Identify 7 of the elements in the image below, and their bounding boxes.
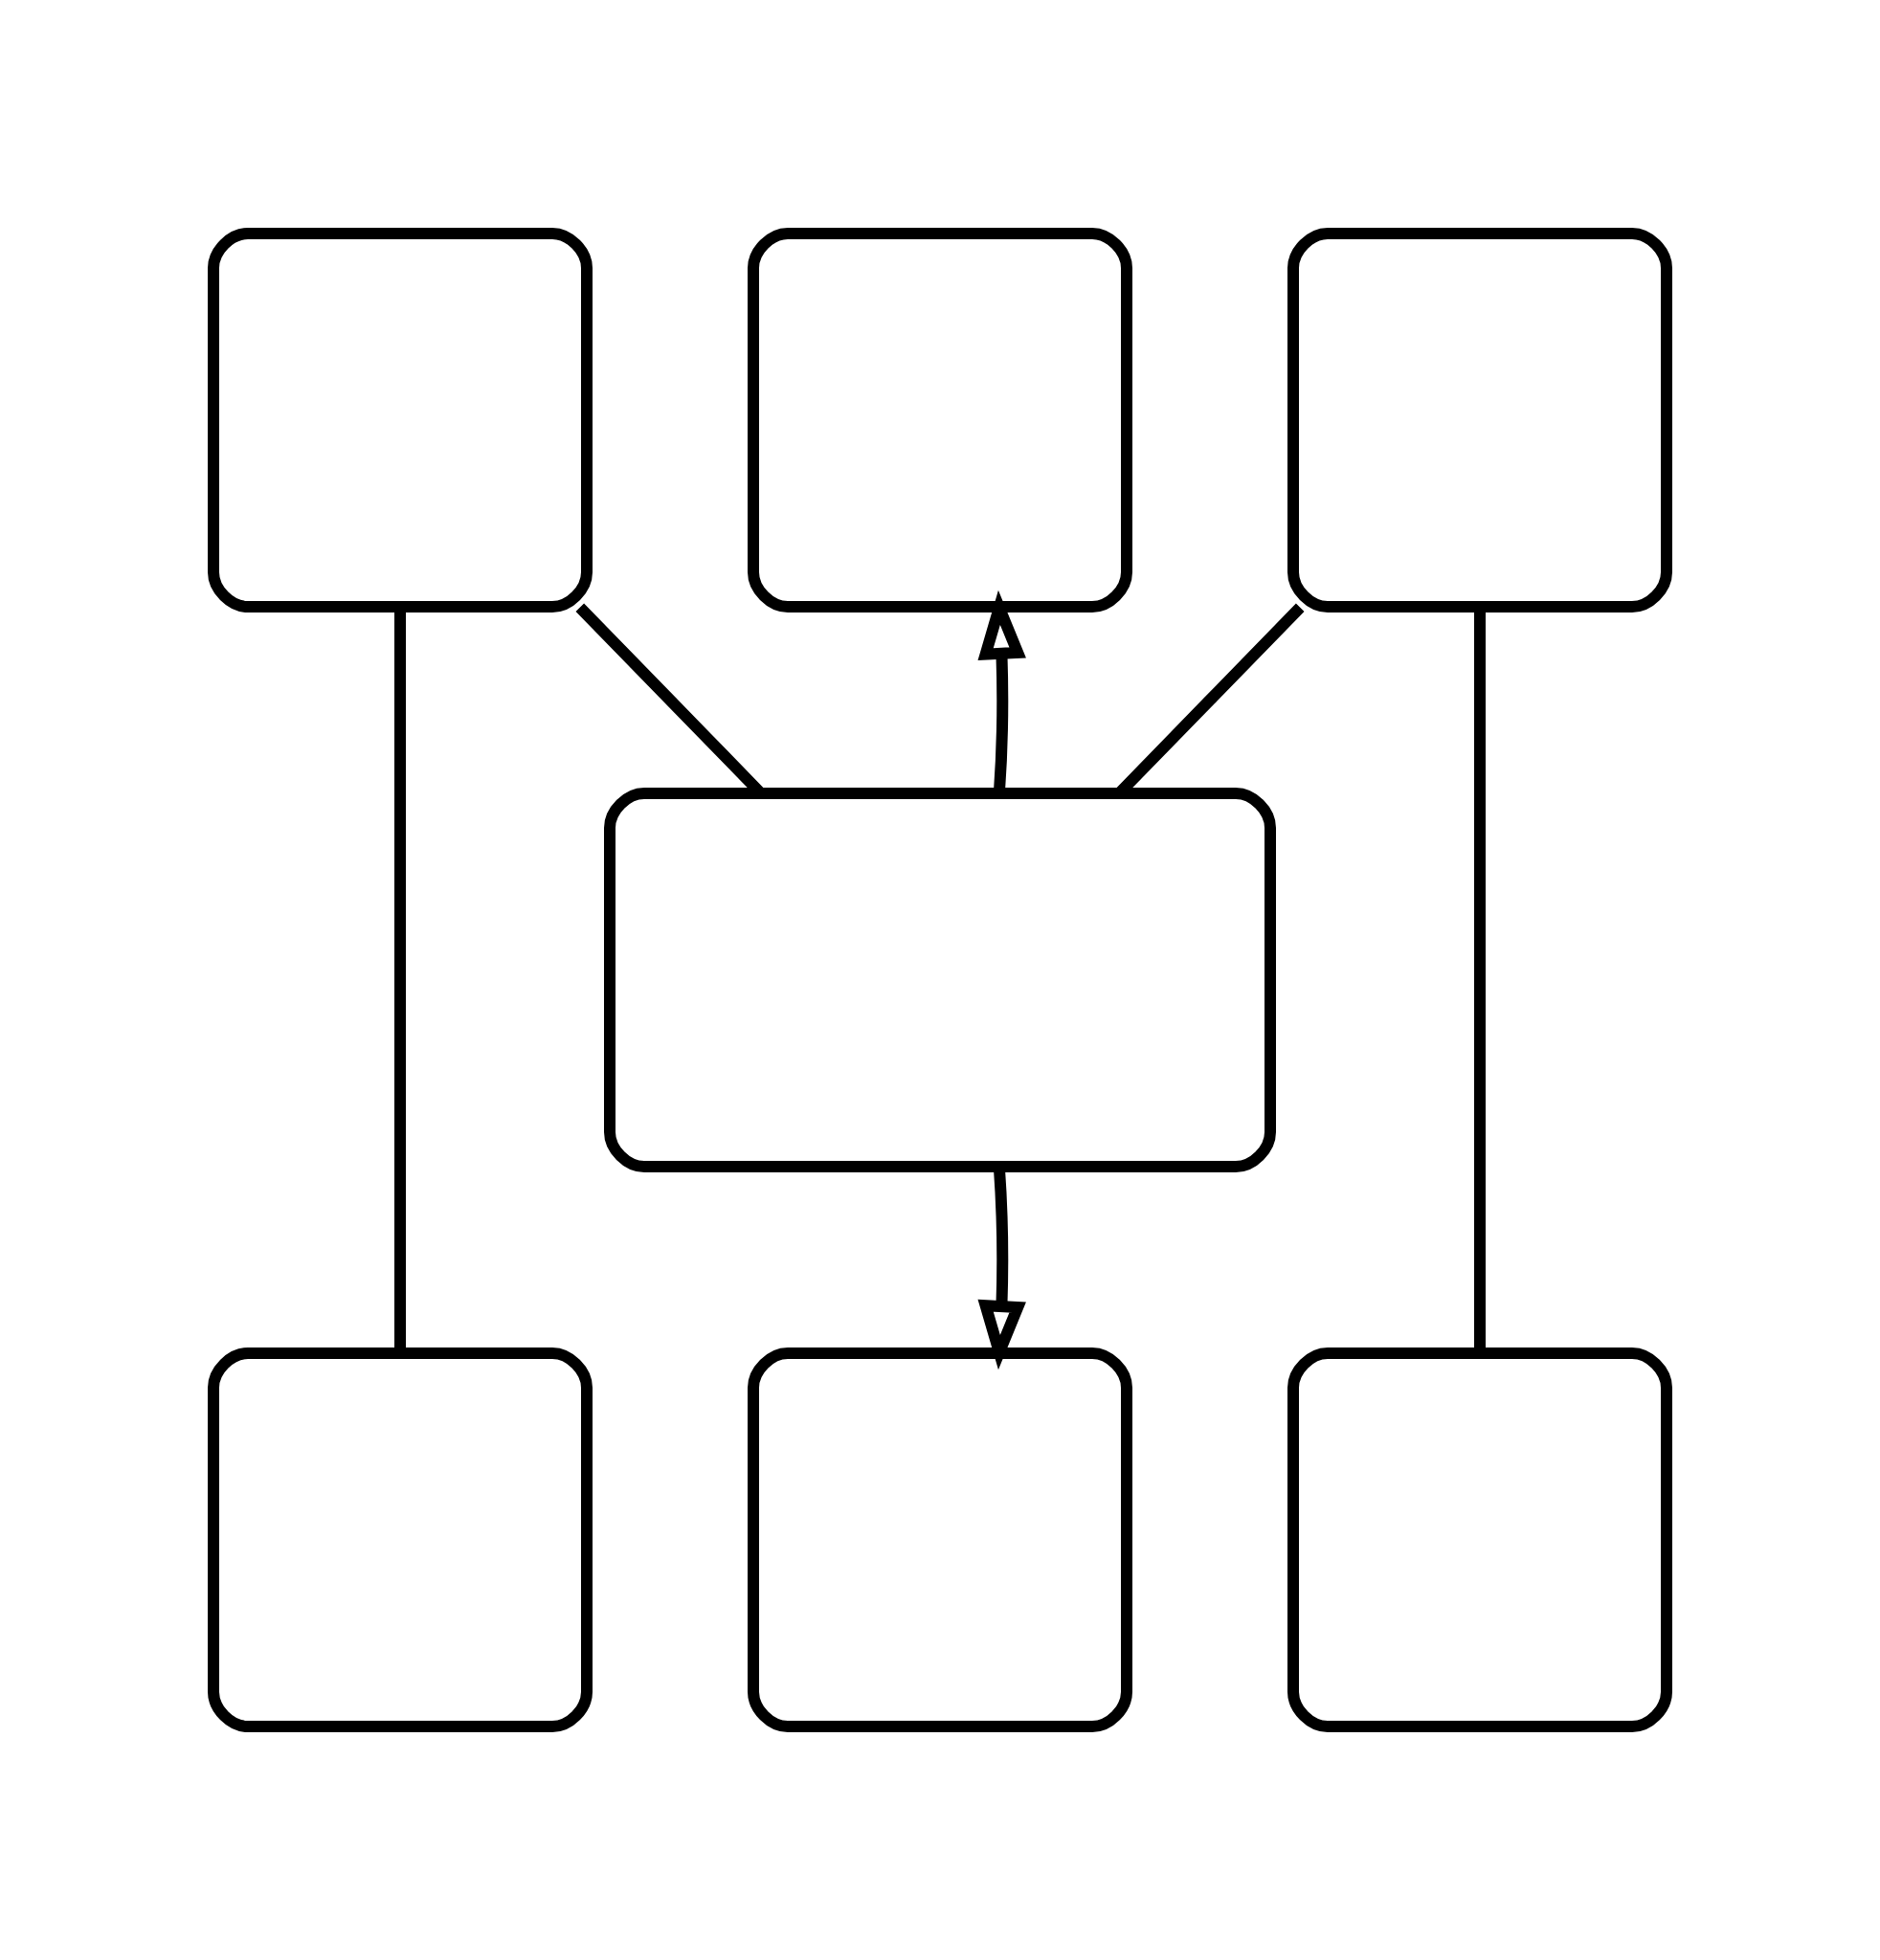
node-box: [208, 228, 593, 612]
node-box: [1287, 1348, 1672, 1732]
node-box: [1287, 228, 1672, 612]
node-box: [604, 788, 1276, 1172]
node-box: [208, 1348, 593, 1732]
node-box: [748, 228, 1132, 612]
node-box: [748, 1348, 1132, 1732]
